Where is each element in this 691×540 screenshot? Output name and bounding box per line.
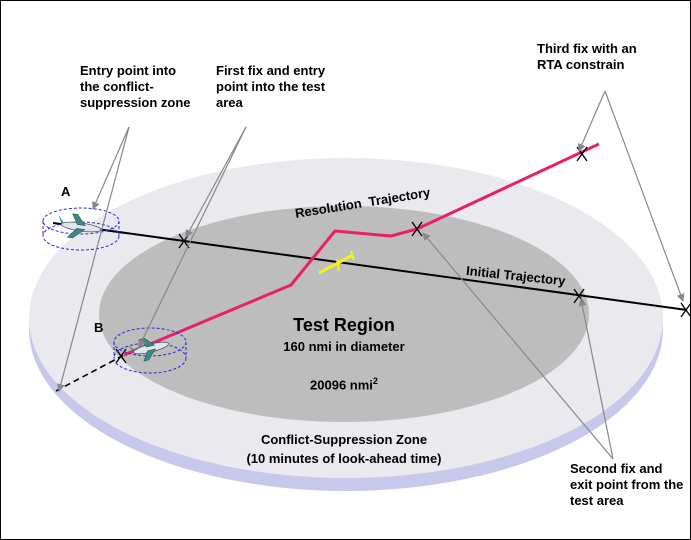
test-region-area-exponent: 2 xyxy=(372,376,378,386)
aircraft-icon xyxy=(58,213,102,239)
first-fix-label: First fix and entry point into the test … xyxy=(216,63,326,110)
test-region-area: 20096 nmi2 xyxy=(264,357,424,393)
callout-lines xyxy=(56,90,685,460)
zone-title: Conflict-Suppression Zone xyxy=(260,432,428,447)
conflict-marker xyxy=(318,253,354,275)
test-region-title: Test Region xyxy=(293,315,395,335)
zone-subtitle: (10 minutes of look-ahead time) xyxy=(246,451,442,466)
aircraft-a-ring xyxy=(42,207,120,251)
resolution-trajectory xyxy=(123,142,600,357)
entry-point-label: Entry point into the conflict- suppressi… xyxy=(80,63,191,110)
test-region xyxy=(99,206,589,422)
flight-b-leadin xyxy=(55,354,125,392)
aircraft-a-label: A xyxy=(61,184,71,199)
test-region-area-value: 20096 nmi xyxy=(310,377,373,393)
aircraft-b-label: B xyxy=(94,320,104,335)
third-fix-label: Third fix with an RTA constrain xyxy=(537,41,637,72)
test-region-diameter: 160 nmi in diameter xyxy=(283,339,405,354)
initial-trajectory-line xyxy=(183,240,688,311)
second-fix-label: Second fix and exit point from the test … xyxy=(570,461,684,508)
